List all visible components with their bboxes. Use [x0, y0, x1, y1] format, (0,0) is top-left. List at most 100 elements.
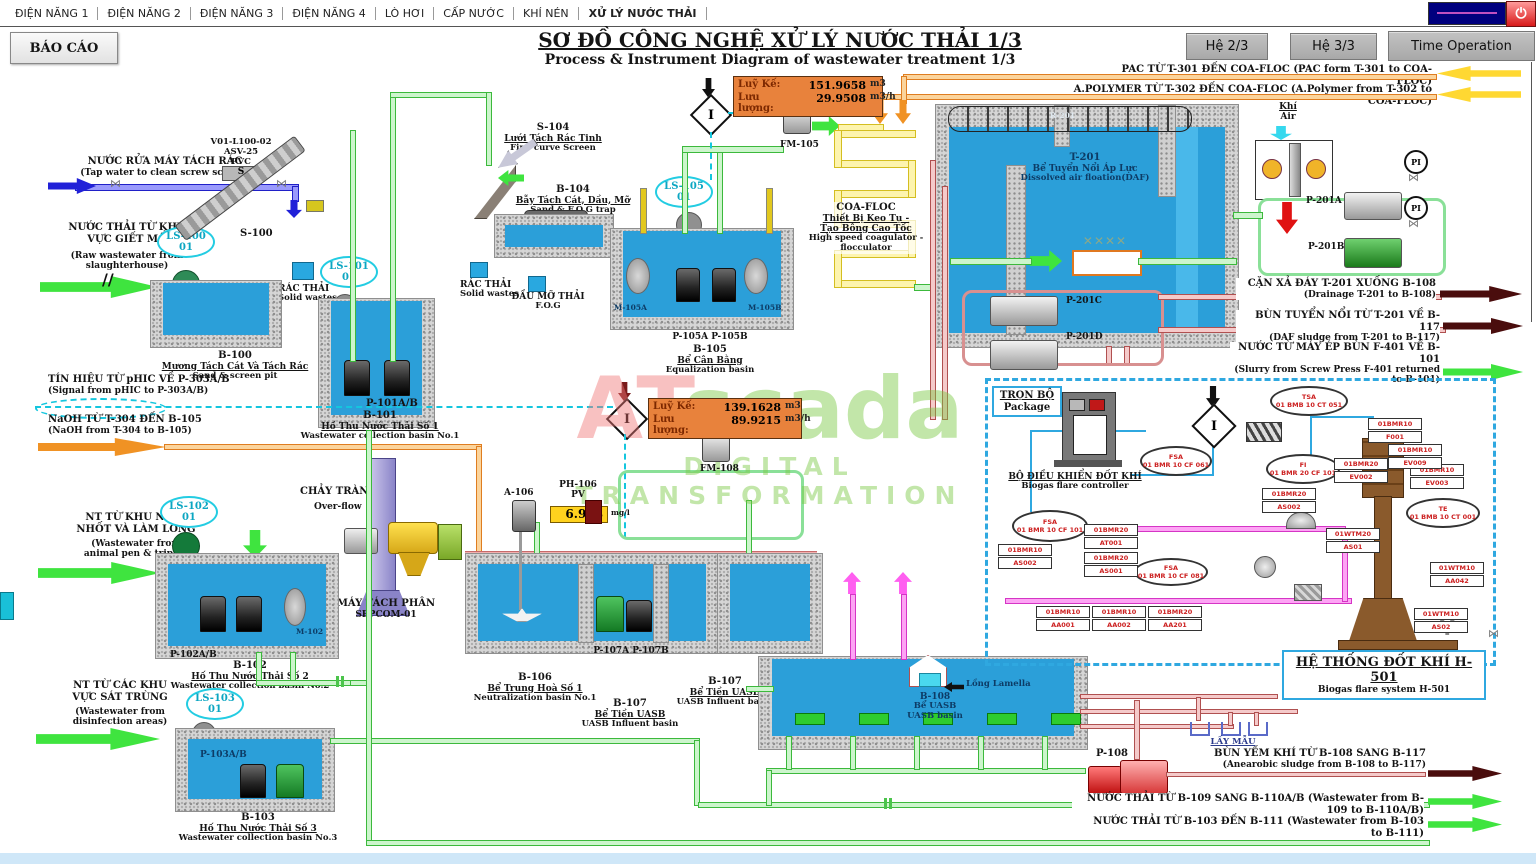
- biogas-arrow-2: [894, 572, 912, 594]
- p102-label: P-102A/B: [170, 650, 217, 660]
- solids-bin-2: [470, 262, 488, 278]
- air-label: Khí Air: [1279, 102, 1297, 123]
- pump-p103a: [240, 764, 266, 798]
- fm108-label: FM-108: [700, 464, 739, 474]
- b102-label: B-102 Hố Thu Nước Thải Số 2 Wastewater c…: [170, 660, 330, 691]
- static-mixer-x: ✕✕✕✕: [1082, 234, 1128, 248]
- pump-p201c: [990, 296, 1058, 326]
- tap-water-label: NƯỚC RỬA MÁY TÁCH RÁC (Tap water to clea…: [80, 156, 250, 178]
- s100-label: S-100: [240, 228, 273, 239]
- he-2-3-button[interactable]: Hệ 2/3: [1186, 33, 1268, 60]
- uasb-manifold-drop: [766, 770, 772, 806]
- fog-label: DẦU MỠ THẢI F.O.G: [511, 292, 585, 312]
- window-power-button[interactable]: ⏻: [1506, 1, 1536, 27]
- b108-label: B-108 Bể UASB UASB basin: [907, 692, 963, 722]
- valve-icon: ⋈: [110, 177, 121, 190]
- fm105-label: FM-105: [780, 140, 819, 150]
- mixer-m105b-disc: [744, 258, 768, 294]
- b105-riser-a: [682, 150, 688, 234]
- flare-controller-label: BỘ ĐIỀU KHIỂN ĐỐT KHÍ Biogas flare contr…: [1008, 472, 1142, 492]
- tab-dien-nang-1[interactable]: ĐIỆN NĂNG 1: [6, 6, 99, 20]
- pi-gauge-2: PI: [1404, 196, 1428, 220]
- pump-p105a: [676, 268, 700, 302]
- flare-signal-1: [1212, 442, 1214, 476]
- b107-label-1: B-107 Bể Tiền UASB UASB Influent basin: [581, 698, 679, 729]
- s104-label: S-104 Lưới Tách Rác Tinh Fine curve Scre…: [504, 122, 602, 153]
- flare-signal-6: [1310, 416, 1374, 418]
- flare-package-boundary: [985, 378, 1496, 666]
- apolymer-arrow: [1437, 87, 1521, 102]
- animal-stream-label: NT TỪ KHU NUÔI NHỐT VÀ LÀM LỒNG (Wastewa…: [76, 512, 196, 560]
- uasb-riser-5: [1042, 736, 1048, 770]
- naoh-label: NaOH TỪ T-304 ĐẾN B-105 (NaOH from T-304…: [48, 414, 202, 436]
- he-3-3-button[interactable]: Hệ 3/3: [1290, 33, 1377, 60]
- daf-red-riser-1: [930, 160, 936, 420]
- m105b-label: M-105B: [748, 303, 782, 312]
- window-minimize-button[interactable]: [1428, 2, 1506, 25]
- b102-out-header: [256, 680, 354, 686]
- uasb-riser-4: [978, 736, 984, 770]
- biogas-riser-2: [901, 594, 907, 660]
- disinfect-stream-label: NT TỪ CÁC KHU VỰC SÁT TRÙNG (Wastewater …: [72, 680, 168, 728]
- tab-dien-nang-4[interactable]: ĐIỆN NĂNG 4: [283, 6, 376, 20]
- flare-system-label-box: HỆ THỐNG ĐỐT KHÍ H-501 Biogas flare syst…: [1282, 650, 1486, 701]
- tab-xu-ly-nuoc-thai-active[interactable]: XỬ LÝ NƯỚC THẢI: [578, 6, 708, 20]
- b107-feed-stub: [746, 500, 752, 558]
- daf-sludge-label: BÙN TUYỂN NỔI TỪ T-201 VỀ B-117 (DAF slu…: [1236, 310, 1440, 344]
- sepcom-discharge: [438, 524, 462, 560]
- tab-khi-nen[interactable]: KHÍ NÉN: [514, 6, 579, 20]
- b105-header: [682, 146, 784, 153]
- valve-icon: ⋈: [1488, 627, 1499, 640]
- time-operation-button[interactable]: Time Operation: [1388, 31, 1535, 61]
- p108-suction: [1134, 700, 1140, 760]
- sepcom-motor: [344, 528, 378, 554]
- uasb-red-pipe-2: [1080, 709, 1298, 714]
- b101-label: B-101 Hố Thu Nước Thải Số 1 Wastewater c…: [300, 410, 460, 441]
- skimmer-pole-left: [640, 188, 647, 234]
- b105-riser-b: [717, 150, 723, 234]
- ph-probe: [585, 500, 602, 524]
- overflow-label: CHẢY TRÀN: [300, 486, 369, 497]
- uasb-riser-1: [786, 736, 792, 770]
- flare-signal-3: [1030, 432, 1032, 512]
- tab-dien-nang-2[interactable]: ĐIỆN NĂNG 2: [98, 6, 191, 20]
- tab-cap-nuoc[interactable]: CẤP NƯỚC: [434, 6, 514, 20]
- fog-bin: [528, 276, 546, 292]
- a106-motor: [512, 500, 536, 532]
- air-saturator-box: [1255, 140, 1333, 200]
- pump-p107a: [596, 596, 624, 632]
- tab-dien-nang-3[interactable]: ĐIỆN NĂNG 3: [191, 6, 284, 20]
- p201b-label: P-201B: [1308, 242, 1345, 252]
- flare-signal-5: [1310, 416, 1312, 458]
- mixer-m105a-disc: [626, 258, 650, 294]
- pump-p105b: [712, 268, 736, 302]
- mixer-m102-disc: [284, 588, 306, 626]
- tab-lo-hoi[interactable]: LÒ HƠI: [376, 6, 435, 20]
- solid-waste-label-1: RÁC THẢI Solid wastes: [278, 284, 337, 304]
- apolymer-pipe: [880, 94, 1437, 100]
- m102-label: M-102: [296, 627, 324, 636]
- basin-b107: [717, 553, 823, 654]
- r201-label: R-201: [1050, 111, 1076, 120]
- daf-red-riser-2: [942, 186, 948, 420]
- raw-ww-label: NƯỚC THẢI TỪ KHU VỰC GIẾT MỔ (Raw wastew…: [68, 222, 186, 272]
- pump-p108-motor: [1088, 766, 1122, 794]
- flame-arrestor: [1294, 584, 1322, 601]
- report-button[interactable]: BÁO CÁO: [10, 32, 118, 64]
- daf-skimmer-r201: [948, 106, 1192, 132]
- lamella-arrow: [944, 682, 964, 692]
- b104-label: B-104 Bẫy Tách Cát, Dầu, Mỡ Sand & F.O.G…: [515, 184, 631, 215]
- pac-arrow: [1437, 66, 1521, 81]
- p105-label: P-105A P-105B: [672, 332, 748, 342]
- p108-label: P-108: [1096, 748, 1128, 759]
